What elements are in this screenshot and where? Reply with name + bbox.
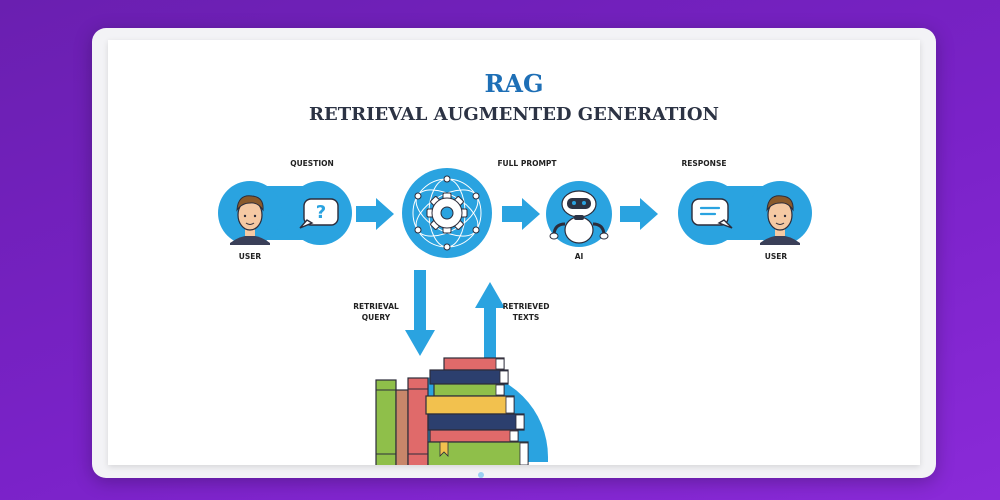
label-user-right: USER [765, 252, 788, 261]
question-bubble-icon: ? [299, 198, 339, 229]
arrow-ai-to-response [620, 198, 658, 230]
gear-icon [426, 192, 468, 234]
response-user-group [678, 181, 812, 245]
user-avatar-icon [760, 195, 800, 245]
robot-icon [549, 190, 609, 244]
diagram-panel: RAG RETRIEVAL AUGMENTED GENERATION [108, 40, 920, 465]
prompt-processing-icon [402, 168, 492, 258]
label-ai: AI [575, 252, 584, 261]
ai-robot-group [546, 181, 612, 247]
label-question: QUESTION [290, 159, 334, 168]
arrow-retrieved-texts-up [475, 282, 505, 368]
book-stack-icon [375, 357, 548, 465]
label-query: QUERY [362, 313, 391, 322]
question-mark: ? [316, 202, 326, 223]
label-retrieved: RETRIEVED [503, 302, 550, 311]
label-user-left: USER [239, 252, 262, 261]
label-texts: TEXTS [513, 313, 540, 322]
label-response: RESPONSE [682, 159, 727, 168]
carousel-indicator-dot[interactable] [478, 472, 484, 478]
diagram-subtitle: RETRIEVAL AUGMENTED GENERATION [309, 104, 719, 125]
user-question-group: ? [218, 181, 352, 245]
label-full-prompt: FULL PROMPT [497, 159, 557, 168]
slide-card: RAG RETRIEVAL AUGMENTED GENERATION [92, 28, 936, 478]
response-bubble-icon [691, 198, 733, 229]
rag-diagram: RAG RETRIEVAL AUGMENTED GENERATION [218, 69, 812, 465]
arrow-question-to-prompt [356, 198, 394, 230]
user-avatar-icon [230, 195, 270, 245]
diagram-title: RAG [484, 69, 543, 98]
arrow-retrieval-query-down [405, 270, 435, 356]
arrow-prompt-to-ai [502, 198, 540, 230]
label-retrieval: RETRIEVAL [353, 302, 399, 311]
